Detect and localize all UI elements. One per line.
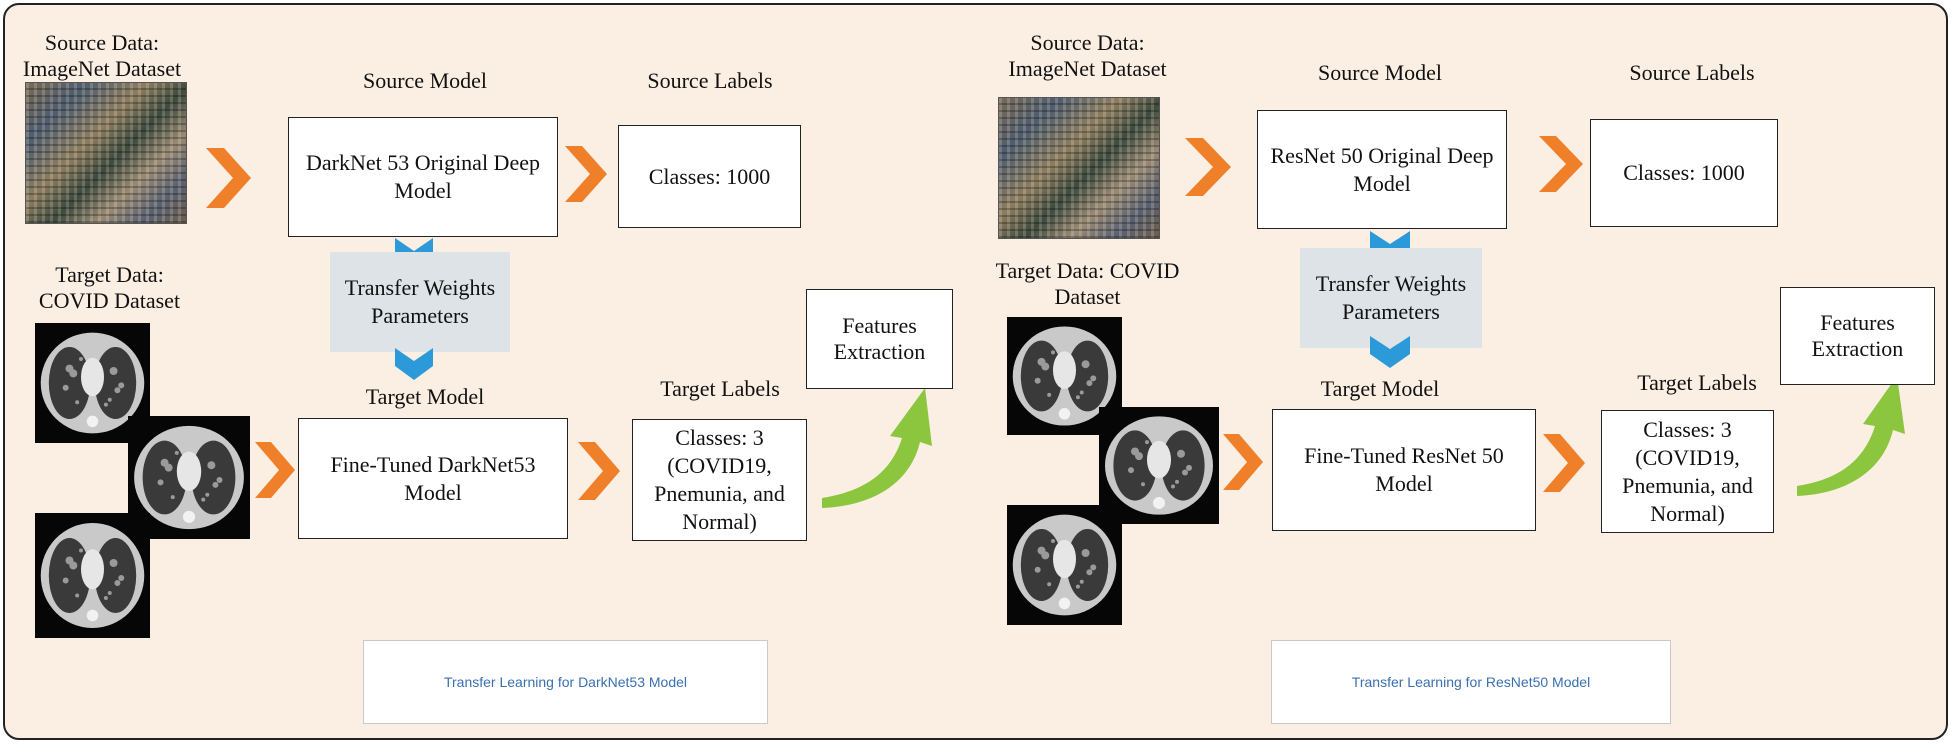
orange-arrow-icon bbox=[1223, 434, 1263, 490]
target-classes-box: Classes: 3 (COVID19, Pnemunia, and Norma… bbox=[632, 419, 807, 541]
orange-arrow-icon bbox=[1543, 434, 1585, 492]
source-model-label: Source Model bbox=[1317, 60, 1443, 85]
panel-caption: Transfer Learning for DarkNet53 Model bbox=[363, 640, 768, 724]
target-labels-label: Target Labels bbox=[1637, 370, 1757, 395]
panel-caption: Transfer Learning for ResNet50 Model bbox=[1271, 640, 1671, 724]
source-data-label: Source Data: ImageNet Dataset bbox=[22, 30, 182, 81]
source-model-box: ResNet 50 Original Deep Model bbox=[1257, 110, 1507, 229]
target-model-box: Fine-Tuned DarkNet53 Model bbox=[298, 418, 568, 539]
ct-scan-drawing bbox=[40, 332, 145, 434]
orange-arrow-icon bbox=[565, 146, 607, 202]
source-data-label: Source Data: ImageNet Dataset bbox=[1008, 30, 1167, 81]
ct-scan-drawing bbox=[1105, 416, 1213, 515]
ct-scan-image bbox=[35, 513, 150, 638]
imagenet-mosaic-image bbox=[25, 82, 187, 224]
source-labels-label: Source Labels bbox=[1629, 60, 1755, 85]
imagenet-mosaic-image bbox=[998, 97, 1160, 239]
orange-arrow-icon bbox=[206, 148, 251, 208]
features-extraction-box: Features Extraction bbox=[1780, 287, 1935, 385]
ct-scan-drawing bbox=[1012, 326, 1117, 426]
orange-arrow-icon bbox=[1185, 138, 1231, 196]
transfer-weights-box: Transfer Weights Parameters bbox=[1300, 248, 1482, 348]
target-model-label: Target Model bbox=[1320, 376, 1440, 401]
source-model-label: Source Model bbox=[362, 68, 488, 93]
source-classes-box: Classes: 1000 bbox=[618, 125, 801, 228]
source-model-box: DarkNet 53 Original Deep Model bbox=[288, 117, 558, 237]
features-extraction-box: Features Extraction bbox=[806, 289, 953, 389]
blue-chevron-down-icon bbox=[1370, 336, 1410, 368]
target-labels-label: Target Labels bbox=[660, 376, 780, 401]
source-classes-box: Classes: 1000 bbox=[1590, 119, 1778, 227]
orange-arrow-icon bbox=[1539, 136, 1583, 192]
target-classes-box: Classes: 3 (COVID19, Pnemunia, and Norma… bbox=[1601, 410, 1774, 533]
green-curved-arrow-icon bbox=[1797, 376, 1905, 496]
blue-chevron-down-icon bbox=[395, 348, 433, 380]
source-labels-label: Source Labels bbox=[647, 68, 773, 93]
target-data-label: Target Data: COVID Dataset bbox=[38, 262, 181, 313]
orange-arrow-icon bbox=[578, 442, 620, 500]
panel-resnet50: Source Data: ImageNet Dataset Source Mod… bbox=[975, 0, 1950, 747]
ct-scan-image bbox=[35, 323, 150, 443]
ct-scan-image bbox=[1007, 505, 1122, 625]
ct-scan-drawing bbox=[134, 425, 244, 530]
orange-arrow-icon bbox=[255, 442, 295, 498]
target-model-box: Fine-Tuned ResNet 50 Model bbox=[1272, 409, 1536, 531]
target-data-label: Target Data: COVID Dataset bbox=[995, 258, 1180, 309]
panel-darknet53: Source Data: ImageNet Dataset Source Mod… bbox=[0, 0, 975, 747]
ct-scan-image bbox=[1099, 407, 1219, 524]
green-curved-arrow-icon bbox=[822, 388, 932, 508]
ct-scan-drawing bbox=[40, 523, 145, 628]
transfer-weights-box: Transfer Weights Parameters bbox=[330, 252, 510, 352]
ct-scan-drawing bbox=[1012, 514, 1117, 616]
target-model-label: Target Model bbox=[365, 384, 485, 409]
